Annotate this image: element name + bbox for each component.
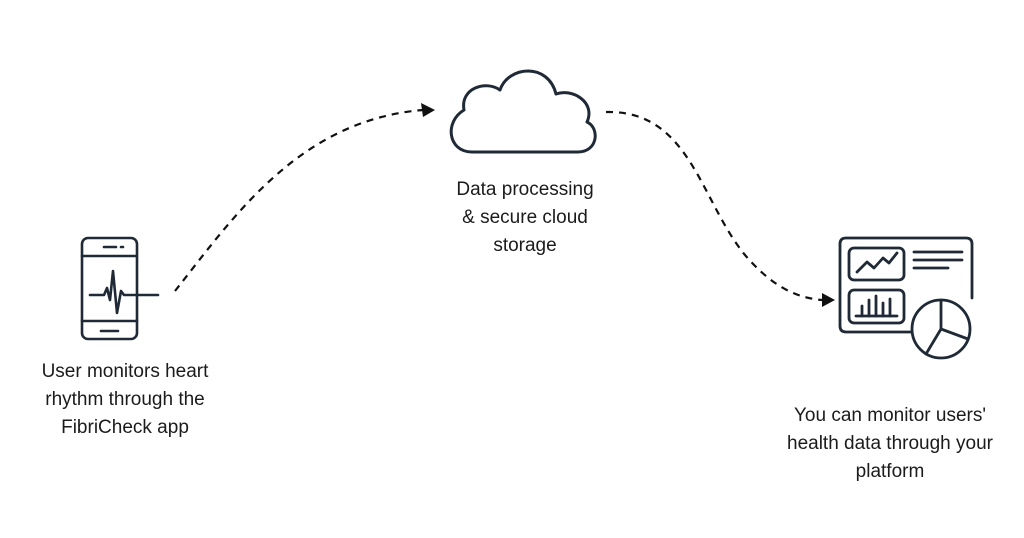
caption-line: FibriCheck app xyxy=(61,417,189,438)
caption-line: health data through your xyxy=(787,433,993,454)
caption-line: Data processing xyxy=(456,179,594,200)
cloud-step-caption: Data processing & secure cloud storage xyxy=(410,176,640,260)
caption-line: storage xyxy=(493,235,557,256)
phone-step-caption: User monitors heart rhythm through the F… xyxy=(10,358,240,442)
smartphone-heart-rhythm-icon xyxy=(80,236,160,341)
caption-line: platform xyxy=(855,461,925,482)
dashboard-analytics-icon xyxy=(838,236,974,360)
caption-line: & secure cloud xyxy=(462,207,588,228)
arrow-phone-to-cloud xyxy=(174,103,435,292)
cloud-icon xyxy=(449,69,597,154)
caption-line: You can monitor users' xyxy=(794,405,986,426)
arrow-cloud-to-dashboard xyxy=(605,110,835,307)
caption-line: User monitors heart xyxy=(41,361,209,382)
dashboard-step-caption: You can monitor users' health data throu… xyxy=(760,402,1020,486)
caption-line: rhythm through the xyxy=(45,389,205,410)
